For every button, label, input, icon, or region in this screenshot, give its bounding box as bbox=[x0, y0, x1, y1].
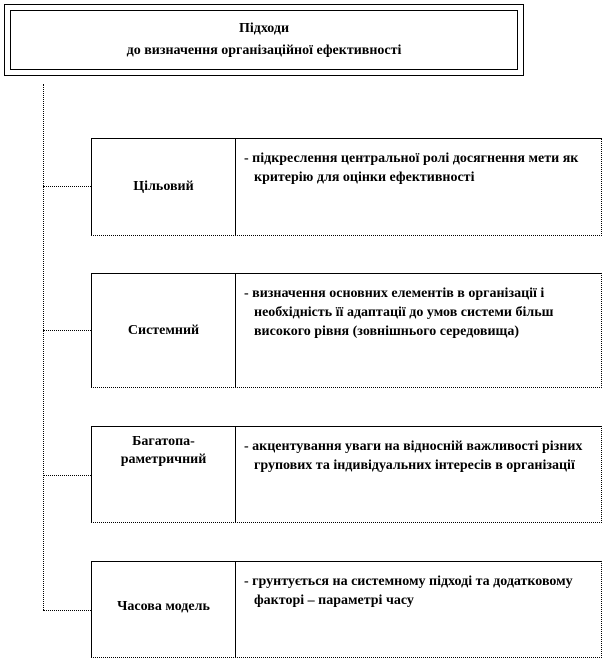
approach-description: - акцентування уваги на відносній важлив… bbox=[244, 439, 583, 473]
approach-description: - підкреслення центральної ролі досягнен… bbox=[244, 151, 579, 185]
connector-branch-4 bbox=[43, 610, 91, 611]
connector-trunk bbox=[43, 84, 44, 610]
connector-branch-2 bbox=[43, 330, 91, 331]
diagram-title: Підходи bbox=[238, 21, 290, 36]
approach-row-multiparametric: Багатопа-раметричний - акцентування уваг… bbox=[91, 426, 602, 523]
approach-description: - грунтується на системному підході та д… bbox=[244, 574, 573, 608]
approach-description: - визначення основних елементів в органі… bbox=[244, 286, 554, 339]
title-box: Підходи до визначення організаційної ефе… bbox=[4, 4, 524, 76]
approach-name: Часова модель bbox=[92, 562, 236, 657]
diagram-subtitle: до визначення організаційної ефективност… bbox=[126, 43, 402, 58]
approach-name: Багатопа-раметричний bbox=[92, 427, 236, 522]
approach-name: Цільовий bbox=[92, 139, 236, 235]
approach-name: Системний bbox=[92, 274, 236, 387]
approach-row-system: Системний - визначення основних елементі… bbox=[91, 273, 602, 388]
title-inner-frame: Підходи до визначення організаційної ефе… bbox=[10, 10, 518, 70]
connector-branch-1 bbox=[43, 186, 91, 187]
approach-row-target: Цільовий - підкреслення центральної ролі… bbox=[91, 138, 602, 236]
connector-branch-3 bbox=[43, 475, 91, 476]
approach-row-time-model: Часова модель - грунтується на системном… bbox=[91, 561, 602, 658]
